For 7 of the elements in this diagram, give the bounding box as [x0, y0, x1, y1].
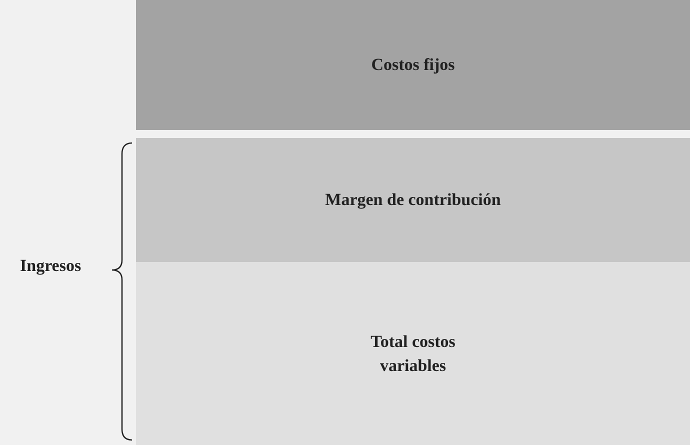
stacked-block: [136, 138, 690, 262]
block-label: Margen de contribución: [325, 189, 501, 211]
block-label: Costos fijos: [371, 54, 455, 76]
bracket-label: Ingresos: [20, 256, 82, 276]
block-label: Total costos variables: [370, 330, 456, 376]
stacked-block: [136, 0, 690, 130]
stacked-block: [136, 262, 690, 445]
